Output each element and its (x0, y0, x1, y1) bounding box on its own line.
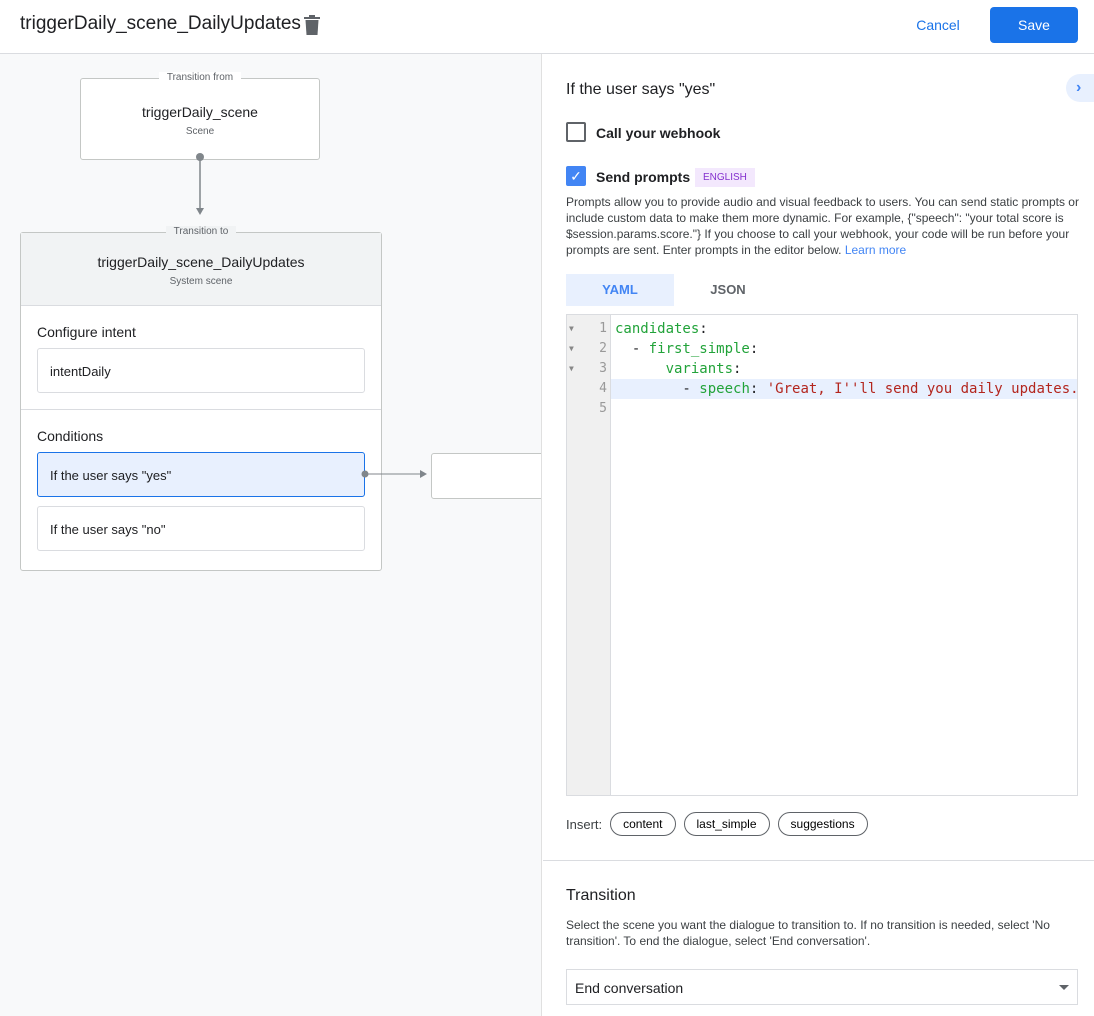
send-prompts-checkbox[interactable]: ✓ (566, 166, 586, 186)
prompts-description: Prompts allow you to provide audio and v… (566, 194, 1086, 258)
transition-to-node: Transition to triggerDaily_scene_DailyUp… (20, 226, 382, 571)
transition-from-node[interactable]: Transition from triggerDaily_scene Scene (80, 72, 320, 160)
transition-description: Select the scene you want the dialogue t… (566, 918, 1050, 948)
panel-title: If the user says "yes" (566, 81, 716, 98)
webhook-checkbox[interactable] (566, 122, 586, 142)
tab-json[interactable]: JSON (710, 282, 746, 297)
transition-select[interactable]: End conversation (566, 969, 1078, 1005)
webhook-label: Call your webhook (596, 125, 721, 141)
flow-canvas: Transition from triggerDaily_scene Scene… (0, 54, 542, 1016)
insert-suggestions-chip[interactable]: suggestions (777, 812, 868, 836)
condition-panel: › If the user says "yes" Call your webho… (543, 54, 1094, 1016)
insert-last-simple-chip[interactable]: last_simple (683, 812, 770, 836)
fold-icon[interactable]: ▼ (569, 324, 574, 333)
fold-icon[interactable]: ▼ (569, 344, 574, 353)
check-icon: ✓ (570, 168, 582, 184)
fold-icon[interactable]: ▼ (569, 364, 574, 373)
transition-value: End conversation (575, 980, 684, 996)
transition-title: Transition (566, 887, 636, 904)
chevron-right-icon[interactable]: › (1066, 74, 1094, 102)
node-name: triggerDaily_scene (142, 104, 258, 120)
trash-icon[interactable] (304, 15, 320, 35)
send-prompts-label: Send prompts (596, 169, 691, 185)
language-badge: ENGLISH (695, 168, 755, 187)
cancel-button[interactable]: Cancel (902, 8, 974, 42)
dropdown-arrow-icon (1059, 985, 1069, 990)
divider (543, 860, 1094, 861)
learn-more-link[interactable]: Learn more (844, 243, 907, 257)
insert-bar: Insert: content last_simple suggestions (566, 812, 868, 836)
condition-yes[interactable]: If the user says "yes" (37, 452, 365, 497)
configure-intent-heading: Configure intent (37, 324, 136, 340)
node-legend: Transition to (165, 226, 237, 237)
node-name: triggerDaily_scene_DailyUpdates (97, 254, 305, 270)
header: triggerDaily_scene_DailyUpdates Cancel S… (0, 0, 1094, 54)
node-legend: Transition from (158, 72, 242, 83)
insert-content-chip[interactable]: content (610, 812, 676, 836)
condition-no[interactable]: If the user says "no" (37, 506, 365, 551)
intent-item[interactable]: intentDaily (37, 348, 365, 393)
insert-label: Insert: (566, 816, 603, 832)
tab-yaml[interactable]: YAML (566, 274, 674, 306)
target-scene-node[interactable] (431, 453, 541, 499)
node-type: Scene (185, 126, 215, 137)
save-button[interactable]: Save (990, 7, 1078, 43)
description-text: Prompts allow you to provide audio and v… (566, 195, 1079, 257)
conditions-heading: Conditions (37, 428, 104, 444)
page-title: triggerDaily_scene_DailyUpdates (20, 13, 301, 34)
node-type: System scene (169, 276, 233, 287)
connector-arrow (196, 153, 204, 215)
condition-connector (361, 470, 427, 478)
